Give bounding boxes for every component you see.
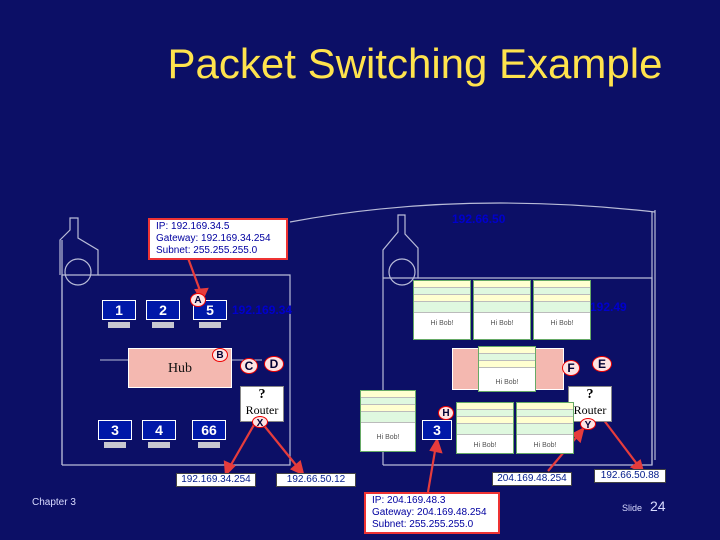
packet: Hi Bob! [360, 390, 416, 452]
packet-message: Hi Bob! [430, 320, 454, 327]
packet-message: Hi Bob! [376, 434, 400, 441]
computer-4[interactable]: 4 [142, 420, 176, 440]
computer-66[interactable]: 66 [192, 420, 226, 440]
address-box: 192.66.50.12 [276, 473, 356, 487]
subnet-line: Subnet: 255.255.255.0 [372, 519, 474, 530]
packet-message: Hi Bob! [495, 379, 519, 386]
packet: Hi Bob! [533, 280, 591, 340]
ip-info-box-top: IP: 192.169.34.5 Gateway: 192.169.34.254… [148, 218, 288, 260]
marker-d: D [264, 356, 284, 372]
router-question: ? [586, 387, 594, 402]
router-question: ? [258, 387, 266, 402]
packet-message: Hi Bob! [550, 320, 574, 327]
packet-message: Hi Bob! [473, 442, 497, 449]
computer-3[interactable]: 3 [98, 420, 132, 440]
gateway-line: Gateway: 204.169.48.254 [372, 507, 487, 518]
hub-label: Hub [167, 361, 193, 376]
wan-link [289, 202, 656, 223]
ip-line: IP: 204.169.48.3 [372, 495, 446, 506]
marker-h: H [438, 406, 454, 420]
address-box: 204.169.48.254 [492, 472, 572, 486]
right-building [382, 210, 656, 466]
ip-line: IP: 192.169.34.5 [156, 221, 230, 232]
monitor-stand [108, 322, 130, 328]
marker-e: E [592, 356, 612, 372]
ip-info-box-bottom: IP: 204.169.48.3 Gateway: 204.169.48.254… [364, 492, 500, 534]
gateway-line: Gateway: 192.169.34.254 [156, 233, 271, 244]
computer-2[interactable]: 2 [146, 300, 180, 320]
packet-message: Hi Bob! [490, 320, 514, 327]
slide-label: Slide [622, 503, 643, 513]
network-label-left: 192.169.34 [232, 303, 293, 317]
slide-number: 24 [650, 498, 666, 514]
monitor-stand [104, 442, 126, 448]
network-label-right: 192.49 [590, 300, 627, 314]
marker-f: F [562, 360, 580, 376]
packet: Hi Bob! [473, 280, 531, 340]
monitor-stand [199, 322, 221, 328]
packet: Hi Bob! [516, 402, 574, 454]
router-right[interactable]: ? Router [568, 386, 612, 422]
marker-b: B [212, 348, 228, 362]
monitor-stand [152, 322, 174, 328]
packet: Hi Bob! [456, 402, 514, 454]
subnet-line: Subnet: 255.255.255.0 [156, 245, 258, 256]
network-label-top: 192.66.50 [452, 212, 506, 226]
router-label: Router [245, 403, 279, 417]
monitor-stand [198, 442, 220, 448]
marker-y: Y [580, 418, 596, 431]
packet: Hi Bob! [413, 280, 471, 340]
slide-title: Packet Switching Example [167, 40, 663, 87]
packet: Hi Bob! [478, 346, 536, 392]
marker-x: X [252, 416, 268, 429]
marker-c: C [240, 358, 258, 374]
pointer-arrows [186, 257, 645, 493]
router-label: Router [573, 403, 607, 417]
monitor-stand [148, 442, 170, 448]
packet-message: Hi Bob! [533, 442, 557, 449]
marker-a: A [190, 293, 206, 307]
address-box: 192.66.50.88 [594, 469, 666, 483]
address-box: 192.169.34.254 [176, 473, 256, 487]
computer-3-right[interactable]: 3 [422, 420, 452, 440]
chapter-label: Chapter 3 [32, 497, 76, 508]
computer-1[interactable]: 1 [102, 300, 136, 320]
